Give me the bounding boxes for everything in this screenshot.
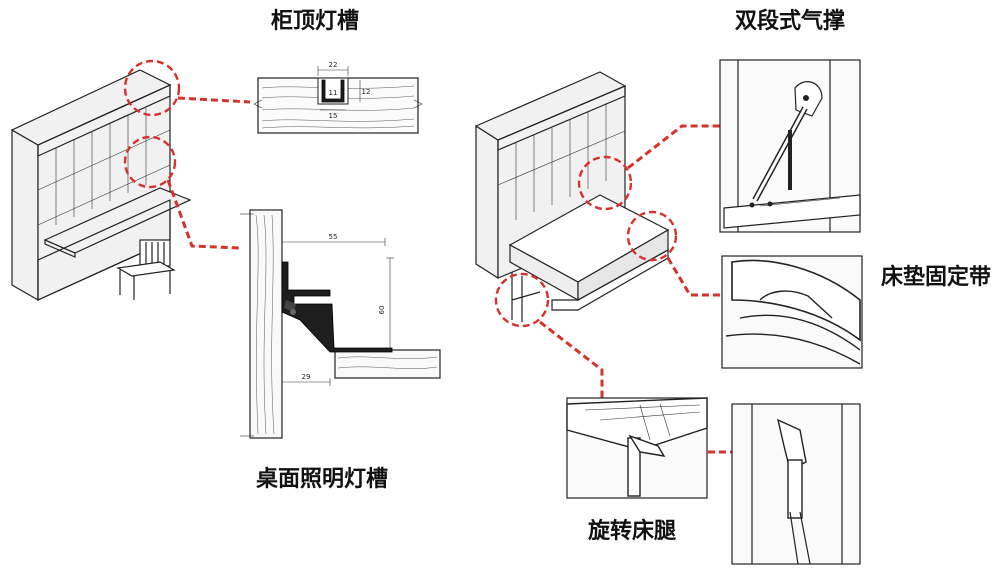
gas-strut-detail	[719, 59, 861, 233]
label-desk-light-groove: 桌面照明灯槽	[256, 467, 388, 492]
bed-leg-detail-frame	[566, 397, 708, 499]
cabinet-desk-illustration	[10, 59, 192, 302]
cabinet-bed-illustration	[474, 71, 678, 328]
label-cabinet-top-light: 柜顶灯槽	[271, 8, 359, 34]
dim-top-inner: 11	[329, 89, 338, 97]
label-mattress-strap: 床垫固定带	[881, 264, 991, 290]
dim-desk-height: 60	[378, 306, 386, 315]
desk-light-section: 55 60 29	[240, 209, 441, 439]
mattress-strap-detail	[721, 255, 863, 369]
cabinet-top-leader	[177, 96, 251, 104]
dim-desk-bottom: 29	[302, 373, 311, 381]
gas-strut-leader	[627, 124, 720, 170]
bed-leg-detail-folded	[731, 403, 861, 565]
dim-top-height: 12	[362, 88, 371, 96]
desk-light-callout-circle	[123, 135, 177, 189]
cabinet-top-light-section: 22 11 12 15	[253, 61, 423, 134]
cabinet-top-callout-circle	[123, 59, 181, 117]
label-rotating-bed-leg: 旋转床腿	[588, 518, 676, 544]
dim-desk-width: 55	[329, 233, 338, 241]
mattress-strap-leader	[666, 257, 720, 297]
dim-top-width: 22	[329, 61, 338, 69]
mattress-strap-callout-circle	[626, 210, 678, 262]
gas-strut-callout-circle	[577, 155, 633, 211]
bed-leg-callout-circle	[494, 272, 550, 328]
bed-leg-leader	[539, 320, 604, 398]
label-two-stage-gas-strut: 双段式气撑	[735, 8, 845, 34]
desk-light-leader	[166, 179, 241, 250]
dim-top-bottom: 15	[329, 112, 338, 120]
